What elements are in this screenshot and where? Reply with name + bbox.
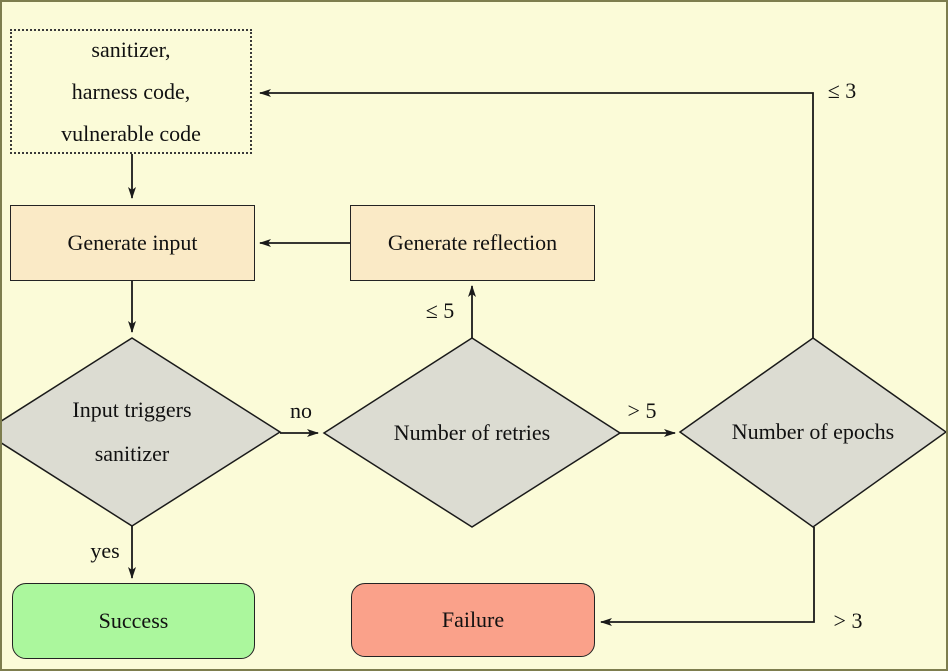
inputs-node: sanitizer, harness code, vulnerable code [10,29,252,154]
edge-epochs-to-failure [600,527,815,626]
generate-reflection-node: Generate reflection [350,205,595,281]
edge-label-yes: yes [90,538,120,563]
edge-label-retries-gt-5: > 5 [627,398,657,423]
success-label: Success [98,608,169,633]
failure-label: Failure [441,607,505,632]
edge-label-epochs-le-3: ≤ 3 [827,78,857,103]
edge-label-epochs-gt-3: > 3 [833,608,863,633]
failure-node: Failure [351,583,595,657]
generate-input-label: Generate input [67,230,198,255]
inputs-line-3: vulnerable code [61,120,201,146]
edge-label-no: no [290,398,312,423]
triggers-decision-shape [2,337,282,527]
edge-label-retries-le-5: ≤ 5 [425,298,455,323]
edge-epochs-to-inputs [259,89,814,338]
inputs-line-2: harness code, [71,78,191,104]
generate-reflection-label: Generate reflection [387,230,558,255]
generate-input-node: Generate input [10,205,255,281]
epochs-decision-shape [678,337,946,528]
retries-decision-shape [322,337,622,528]
success-node: Success [12,583,255,659]
inputs-line-1: sanitizer, [91,36,171,62]
